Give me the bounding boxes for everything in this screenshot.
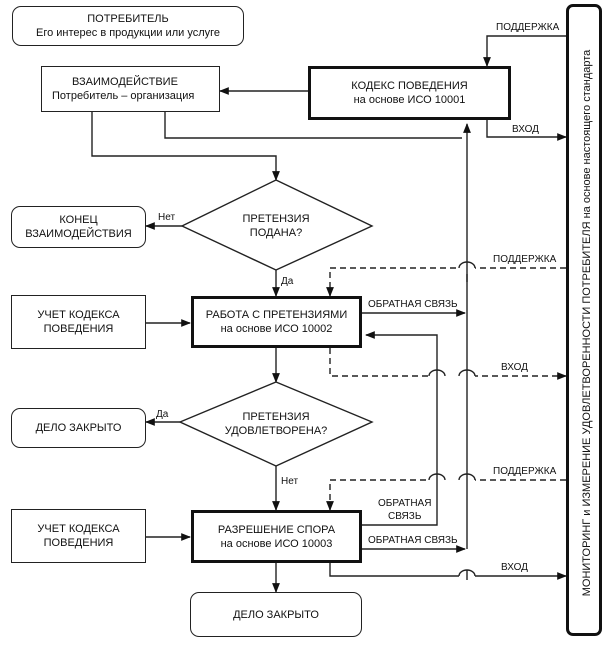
support-arrow-2 bbox=[326, 267, 566, 297]
input-arrow-3 bbox=[329, 563, 567, 580]
edge-label-support-3: ПОДДЕРЖКА bbox=[493, 466, 557, 477]
code-accounting-2-line1: УЧЕТ КОДЕКСА bbox=[37, 523, 120, 535]
code-accounting-box-1: УЧЕТ КОДЕКСА ПОВЕДЕНИЯ bbox=[11, 295, 146, 349]
interaction-title: ВЗАИМОДЕЙСТВИЕ bbox=[72, 76, 178, 88]
edge-label-feedback-3: ОБРАТНАЯ СВЯЗЬ bbox=[368, 535, 458, 546]
dispute-resolution-title: РАЗРЕШЕНИЕ СПОРА bbox=[217, 523, 336, 536]
edge-label-feedback-2b: СВЯЗЬ bbox=[388, 511, 422, 522]
code-accounting-box-2: УЧЕТ КОДЕКСА ПОВЕДЕНИЯ bbox=[11, 509, 146, 563]
interaction-to-decision-arrow bbox=[91, 112, 280, 181]
code-of-conduct-box: КОДЕКС ПОВЕДЕНИЯ на основе ИСО 10001 bbox=[308, 66, 511, 120]
edge-label-input-1: ВХОД bbox=[512, 124, 539, 135]
consumer-subtitle: Его интерес в продукции или услуге bbox=[36, 27, 220, 39]
monitoring-box: МОНИТОРИНГ и ИЗМЕРЕНИЕ УДОВЛЕТВОРЕННОСТИ… bbox=[566, 4, 602, 636]
edge-label-input-2: ВХОД bbox=[501, 362, 528, 373]
line-hops bbox=[428, 261, 476, 582]
edge-label-yes-2: Да bbox=[156, 409, 169, 420]
edge-label-no-2: Нет bbox=[281, 476, 299, 487]
decision-filed-line1: ПРЕТЕНЗИЯ bbox=[242, 213, 310, 225]
end-interaction-line1: КОНЕЦ bbox=[59, 214, 98, 226]
complaints-handling-subtitle: на основе ИСО 10002 bbox=[220, 323, 333, 335]
interaction-to-bus-line bbox=[164, 112, 462, 139]
edge-label-feedback-2a: ОБРАТНАЯ bbox=[378, 498, 432, 509]
end-interaction-line2: ВЗАИМОДЕЙСТВИЯ bbox=[25, 228, 132, 240]
dispute-resolution-subtitle: на основе ИСО 10003 bbox=[220, 537, 333, 550]
support-arrow-1 bbox=[483, 35, 566, 67]
decision-filed-text: ПРЕТЕНЗИЯ ПОДАНА? bbox=[206, 212, 346, 240]
complaints-handling-box: РАБОТА С ПРЕТЕНЗИЯМИ на основе ИСО 10002 bbox=[191, 296, 362, 348]
dispute-resolution-box: РАЗРЕШЕНИЕ СПОРА на основе ИСО 10003 bbox=[191, 510, 362, 563]
code-of-conduct-subtitle: на основе ИСО 10001 bbox=[353, 94, 466, 106]
input-arrow-1 bbox=[486, 120, 567, 141]
edge-label-no-1: Нет bbox=[158, 212, 176, 223]
case-closed-1-label: ДЕЛО ЗАКРЫТО bbox=[35, 422, 122, 434]
code-accounting-1-line1: УЧЕТ КОДЕКСА bbox=[37, 309, 120, 321]
decision-diamond-filed bbox=[180, 179, 374, 271]
case-closed-box-2: ДЕЛО ЗАКРЫТО bbox=[190, 592, 362, 637]
consumer-box: ПОТРЕБИТЕЛЬ Его интерес в продукции или … bbox=[12, 6, 244, 46]
input-arrow-2 bbox=[329, 348, 567, 380]
edge-label-feedback-1: ОБРАТНАЯ СВЯЗЬ bbox=[368, 299, 458, 310]
code-of-conduct-title: КОДЕКС ПОВЕДЕНИЯ bbox=[351, 80, 468, 92]
edge-label-support-2: ПОДДЕРЖКА bbox=[493, 254, 557, 265]
feedback-arrow-2 bbox=[362, 331, 438, 526]
decision-satisfied-line2: УДОВЛЕТВОРЕНА? bbox=[224, 425, 328, 437]
edge-label-input-3: ВХОД bbox=[501, 562, 528, 573]
support-arrow-3 bbox=[326, 479, 566, 511]
interaction-subtitle: Потребитель – организация bbox=[52, 90, 195, 102]
decision-filed-line2: ПОДАНА? bbox=[249, 227, 303, 239]
complaints-handling-title: РАБОТА С ПРЕТЕНЗИЯМИ bbox=[205, 309, 348, 321]
end-interaction-box: КОНЕЦ ВЗАИМОДЕЙСТВИЯ bbox=[11, 206, 146, 248]
monitoring-label: МОНИТОРИНГ и ИЗМЕРЕНИЕ УДОВЛЕТВОРЕННОСТИ… bbox=[581, 49, 593, 597]
edge-label-support-1: ПОДДЕРЖКА bbox=[496, 22, 560, 33]
edge-label-yes-1: Да bbox=[281, 276, 294, 287]
case-closed-box-1: ДЕЛО ЗАКРЫТО bbox=[11, 408, 146, 448]
decision-diamond-satisfied bbox=[178, 381, 374, 467]
code-accounting-1-line2: ПОВЕДЕНИЯ bbox=[43, 323, 114, 335]
consumer-title: ПОТРЕБИТЕЛЬ bbox=[87, 13, 169, 25]
decision-satisfied-line1: ПРЕТЕНЗИЯ bbox=[242, 411, 310, 423]
interaction-box: ВЗАИМОДЕЙСТВИЕ Потребитель – организация bbox=[41, 66, 220, 112]
code-accounting-2-line2: ПОВЕДЕНИЯ bbox=[43, 537, 114, 549]
case-closed-2-label: ДЕЛО ЗАКРЫТО bbox=[233, 608, 319, 621]
decision-satisfied-text: ПРЕТЕНЗИЯ УДОВЛЕТВОРЕНА? bbox=[196, 410, 356, 438]
